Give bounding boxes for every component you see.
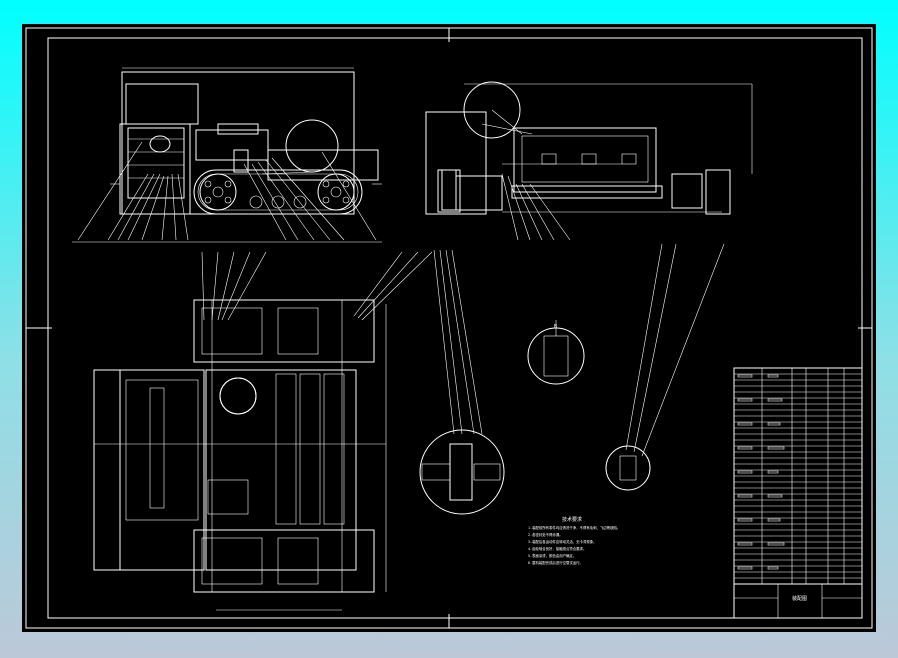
centering-marks [26,28,872,628]
notes-line-4: 4.齿轮啮合良好，接触斑点符合要求。 [528,546,586,551]
notes-line-6: 6.整机装配完成后进行空载试运行。 [528,560,583,565]
cad-drawing: B 技术要求 1.装配前所有零件均应清洗干净，不得有毛刺、飞边等缺陷。 2.各密… [25,27,873,629]
leaders-plan [201,251,433,321]
detail-b-label: B [554,324,557,330]
notes-line-3: 3.装配后各运动件应转动灵活，无卡滞现象。 [528,539,597,544]
outer-border [25,27,873,629]
title-block-name: 装配图 [792,595,807,602]
notes-line-2: 2.各密封处不得渗漏。 [528,532,563,537]
drawing-canvas: B 技术要求 1.装配前所有零件均应清洗干净，不得有毛刺、飞边等缺陷。 2.各密… [22,24,876,632]
detail-circles: B [219,243,725,515]
parts-list: 装配图 [733,367,863,619]
notes-title: 技术要求 [562,516,582,523]
front-view-left [110,67,382,215]
leaders-front [77,141,377,241]
plan-view [93,299,387,611]
side-view-right [425,81,753,215]
leaders-side [501,173,571,241]
inner-border [47,37,863,619]
notes-line-1: 1.装配前所有零件均应清洗干净，不得有毛刺、飞边等缺陷。 [528,525,620,530]
technical-notes: 技术要求 1.装配前所有零件均应清洗干净，不得有毛刺、飞边等缺陷。 2.各密封处… [528,516,620,565]
notes-line-5: 5.表面涂漆，颜色由用户确定。 [528,553,576,558]
